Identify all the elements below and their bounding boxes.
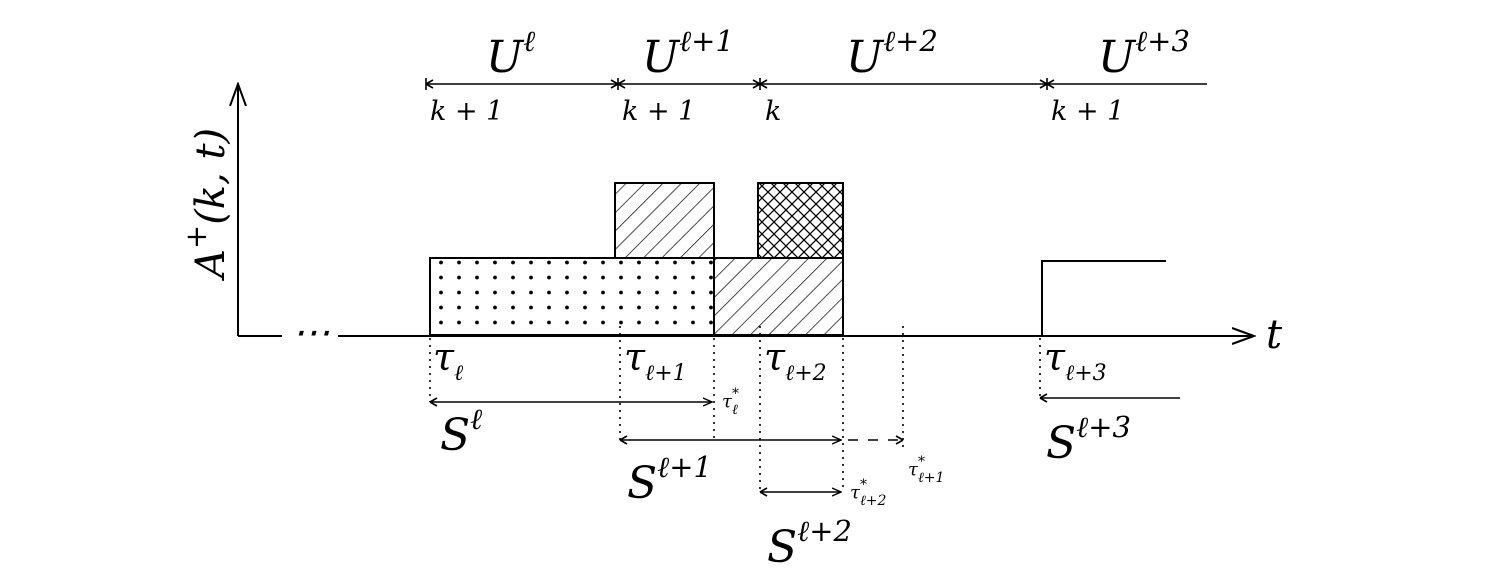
arrival-labels: τℓ τℓ+1 τℓ+2 τℓ+3 bbox=[433, 335, 1107, 386]
block-crosshatched-l2 bbox=[757, 182, 844, 259]
period-ticks bbox=[425, 78, 1055, 90]
period-label-u-l: Uℓ bbox=[486, 24, 535, 83]
tau-l1: τℓ+1 bbox=[624, 335, 687, 386]
service-label-s-l2: Sℓ+2 bbox=[767, 514, 852, 573]
tau-l: τℓ bbox=[433, 335, 464, 386]
axis-ellipsis: ⋯ bbox=[292, 310, 330, 354]
tau-star-l: τ*ℓ bbox=[722, 386, 739, 418]
service-blocks bbox=[429, 182, 1166, 336]
axes: ⋯ t A+(k, t) bbox=[179, 84, 1283, 358]
service-label-s-l1: Sℓ+1 bbox=[627, 450, 712, 509]
service-spans: τ*ℓ Sℓ τ*ℓ+1 Sℓ+1 τ*ℓ+2 Sℓ+2 Sℓ+3 bbox=[429, 386, 1180, 573]
x-axis-label: t bbox=[1266, 312, 1283, 358]
k-label-1: k + 1 bbox=[622, 96, 695, 127]
block-dotted-l bbox=[429, 257, 715, 336]
tau-l3: τℓ+3 bbox=[1044, 335, 1107, 386]
period-timeline: Uℓ Uℓ+1 Uℓ+2 Uℓ+3 k + 1 k + 1 k k + 1 bbox=[425, 24, 1207, 127]
block-l3-outline bbox=[1041, 260, 1166, 336]
tau-star-l2: τ*ℓ+2 bbox=[850, 477, 887, 509]
service-label-s-l3: Sℓ+3 bbox=[1046, 410, 1131, 469]
tau-l2: τℓ+2 bbox=[764, 335, 827, 386]
period-label-u-l2: Uℓ+2 bbox=[846, 24, 938, 83]
dotted-guides bbox=[429, 326, 1041, 492]
k-label-0: k + 1 bbox=[430, 96, 503, 127]
period-label-u-l3: Uℓ+3 bbox=[1098, 24, 1190, 83]
k-label-3: k + 1 bbox=[1051, 96, 1124, 127]
block-hatched-l1-bottom bbox=[713, 257, 844, 336]
period-label-u-l1: Uℓ+1 bbox=[642, 24, 734, 83]
k-label-2: k bbox=[765, 96, 781, 127]
block-hatched-l1-top bbox=[614, 182, 715, 259]
y-axis-label: A+(k, t) bbox=[179, 128, 234, 282]
tau-star-l1: τ*ℓ+1 bbox=[908, 454, 944, 486]
service-label-s-l: Sℓ bbox=[440, 402, 482, 461]
